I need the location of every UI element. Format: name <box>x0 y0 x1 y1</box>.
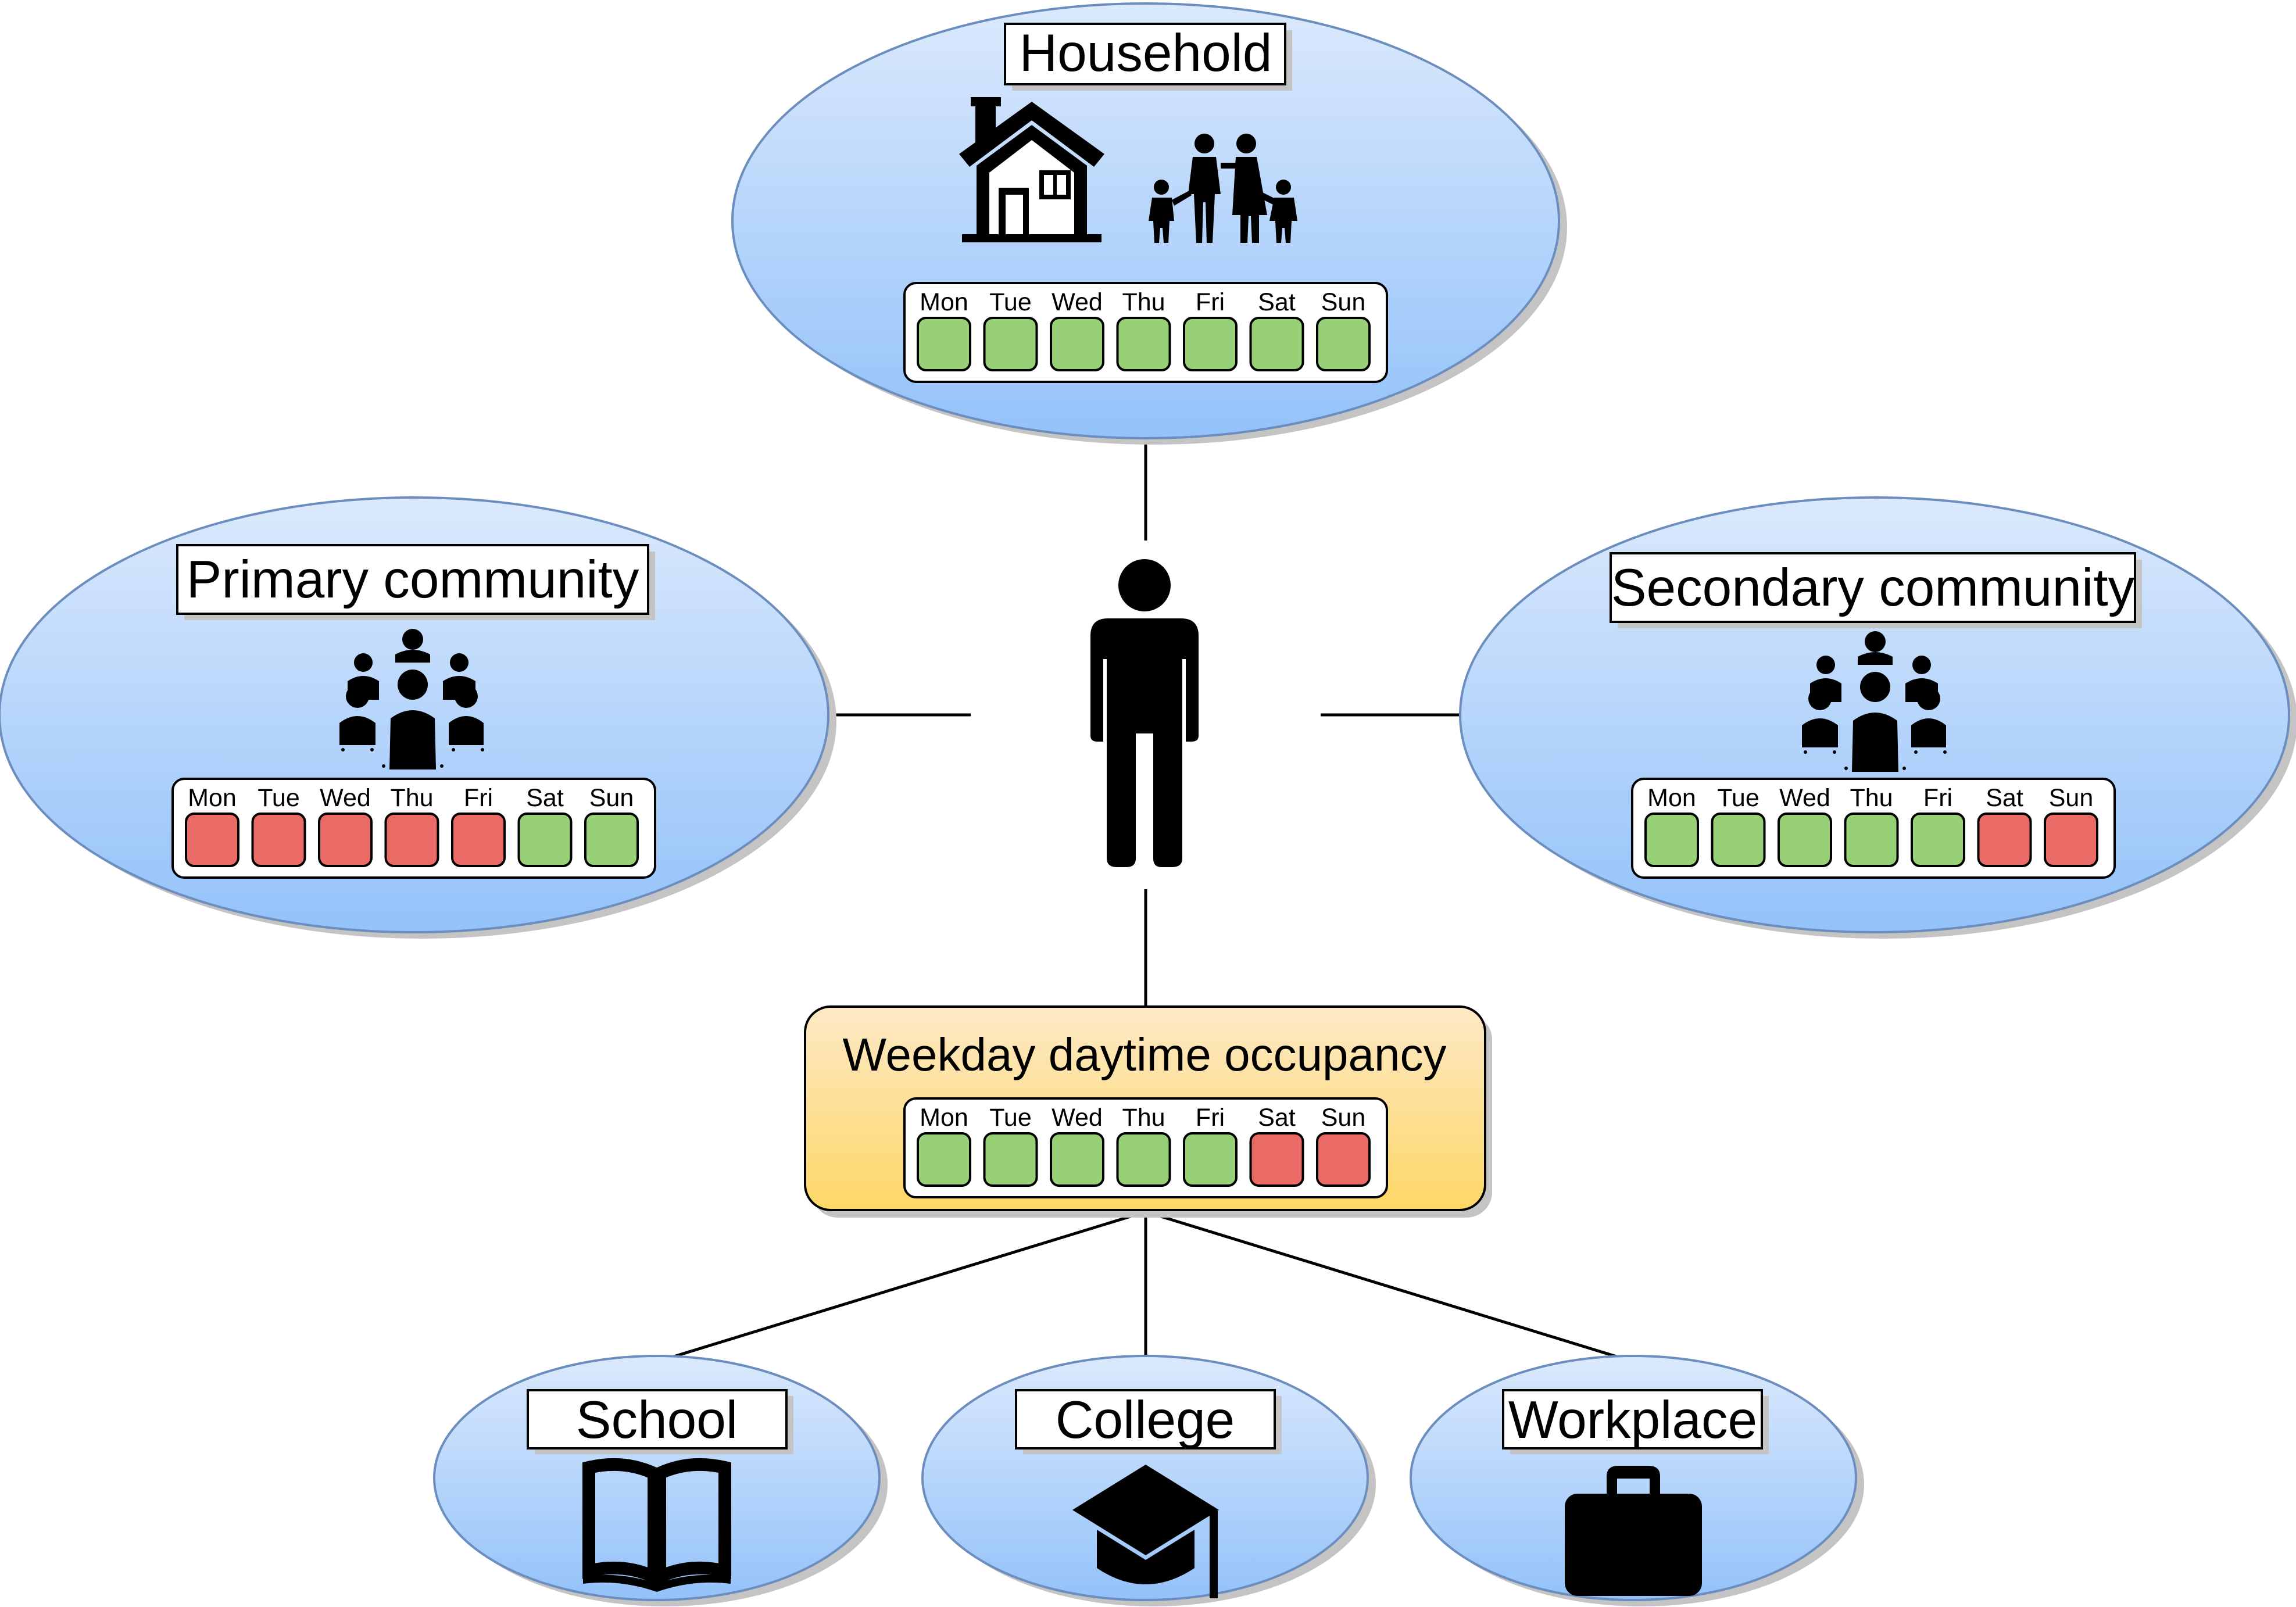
day-cell-tue-available <box>983 317 1038 371</box>
day-cell-fri-unavailable <box>451 813 506 867</box>
book-icon <box>582 1458 731 1592</box>
household-node: Household Mon Tue Wed <box>731 2 1567 445</box>
secondary-community-title-box <box>1610 552 2136 623</box>
day-cell-mon-unavailable <box>185 813 239 867</box>
secondary-community-day-strip: Mon Tue Wed Thu Fri Sat Sun <box>1631 778 2116 879</box>
day-label-sun: Sun <box>589 784 634 812</box>
day-cell-sat-available <box>1249 317 1304 371</box>
connector-workplace <box>1145 1210 1634 1363</box>
primary-community-title-box <box>176 544 649 615</box>
day-label-thu: Thu <box>1122 1104 1165 1132</box>
day-label-fri: Fri <box>464 784 493 812</box>
day-cell-mon-available <box>1644 813 1699 867</box>
college-node: College <box>921 1355 1376 1606</box>
day-label-thu: Thu <box>390 784 433 812</box>
college-title-box <box>1015 1389 1276 1449</box>
day-label-sun: Sun <box>1321 1104 1366 1132</box>
day-label-mon: Mon <box>920 1104 968 1132</box>
day-label-thu: Thu <box>1850 784 1893 812</box>
day-cell-thu-available <box>1116 1132 1171 1187</box>
day-cell-sun-unavailable <box>1316 1132 1371 1187</box>
day-cell-fri-available <box>1911 813 1965 867</box>
weekday-occupancy-node: Weekday daytime occupancy Mon Tue Wed Thu Fr… <box>804 1005 1492 1218</box>
day-cell-sun-unavailable <box>2044 813 2098 867</box>
day-cell-fri-available <box>1183 317 1238 371</box>
day-cell-fri-available <box>1183 1132 1238 1187</box>
day-cell-sat-unavailable <box>1977 813 2032 867</box>
day-label-tue: Tue <box>258 784 300 812</box>
day-label-fri: Fri <box>1196 288 1225 316</box>
day-cell-mon-available <box>917 317 971 371</box>
community-icon <box>339 629 484 770</box>
day-label-fri: Fri <box>1923 784 1952 812</box>
weekday-occupancy-title: Weekday daytime occupancy <box>842 1029 1446 1080</box>
workplace-title-box <box>1502 1389 1763 1449</box>
workplace-node: Workplace <box>1410 1355 1864 1606</box>
workplace-title: Workplace <box>1508 1391 1757 1449</box>
household-title: Household <box>1019 24 1272 83</box>
day-label-thu: Thu <box>1122 288 1165 316</box>
day-cell-thu-unavailable <box>384 813 439 867</box>
school-title-box <box>527 1389 788 1449</box>
day-label-sat: Sat <box>1986 784 2023 812</box>
day-cell-wed-available <box>1050 317 1104 371</box>
community-icon <box>1802 631 1947 772</box>
day-label-sun: Sun <box>2049 784 2094 812</box>
day-label-mon: Mon <box>188 784 237 812</box>
day-cell-mon-available <box>917 1132 971 1187</box>
school-node: School <box>433 1355 888 1606</box>
day-cell-wed-unavailable <box>318 813 373 867</box>
day-cell-sat-available <box>517 813 573 867</box>
primary-community-node: Primary community Mon Tue Wed Thu Fri Sat Sun <box>0 496 836 939</box>
day-label-sat: Sat <box>1258 1104 1296 1132</box>
day-cell-sun-available <box>1316 317 1371 371</box>
household-title-box <box>1004 23 1286 85</box>
day-cell-wed-available <box>1778 813 1832 867</box>
day-label-wed: Wed <box>1779 784 1830 812</box>
day-label-mon: Mon <box>920 288 968 316</box>
day-cell-sun-available <box>584 813 639 867</box>
college-title: College <box>1056 1391 1235 1449</box>
day-label-mon: Mon <box>1647 784 1696 812</box>
day-label-tue: Tue <box>989 288 1032 316</box>
day-label-wed: Wed <box>1052 1104 1103 1132</box>
day-label-tue: Tue <box>1717 784 1759 812</box>
day-cell-tue-available <box>1711 813 1766 867</box>
school-title: School <box>576 1391 738 1449</box>
day-label-sun: Sun <box>1321 288 1366 316</box>
connector-school <box>656 1210 1146 1363</box>
day-cell-wed-available <box>1050 1132 1104 1187</box>
connectors <box>656 439 1634 1363</box>
graduation-cap-icon <box>1072 1465 1219 1598</box>
house-icon <box>959 97 1104 242</box>
secondary-community-node: Secondary community Mon Tue Wed Thu Fri Sat Su… <box>1459 496 2296 939</box>
day-label-tue: Tue <box>989 1104 1032 1132</box>
day-cell-sat-unavailable <box>1249 1132 1304 1187</box>
family-icon <box>1149 134 1297 243</box>
day-cell-tue-available <box>983 1132 1038 1187</box>
briefcase-icon <box>1565 1466 1702 1596</box>
secondary-community-title: Secondary community <box>1611 559 2135 617</box>
day-label-fri: Fri <box>1196 1104 1225 1132</box>
day-label-sat: Sat <box>526 784 564 812</box>
person-icon <box>1090 559 1199 867</box>
day-label-wed: Wed <box>320 784 371 812</box>
weekday-occupancy-day-strip: Mon Tue Wed Thu Fri Sat Sun <box>903 1097 1388 1198</box>
day-label-wed: Wed <box>1052 288 1103 316</box>
day-label-sat: Sat <box>1258 288 1296 316</box>
day-cell-thu-available <box>1116 317 1171 371</box>
primary-community-day-strip: Mon Tue Wed Thu Fri Sat Sun <box>171 778 656 879</box>
household-day-strip: Mon Tue Wed Thu Fri Sat Sun <box>903 282 1388 383</box>
day-cell-thu-available <box>1844 813 1899 867</box>
day-cell-tue-unavailable <box>251 813 306 867</box>
primary-community-title: Primary community <box>187 550 639 609</box>
